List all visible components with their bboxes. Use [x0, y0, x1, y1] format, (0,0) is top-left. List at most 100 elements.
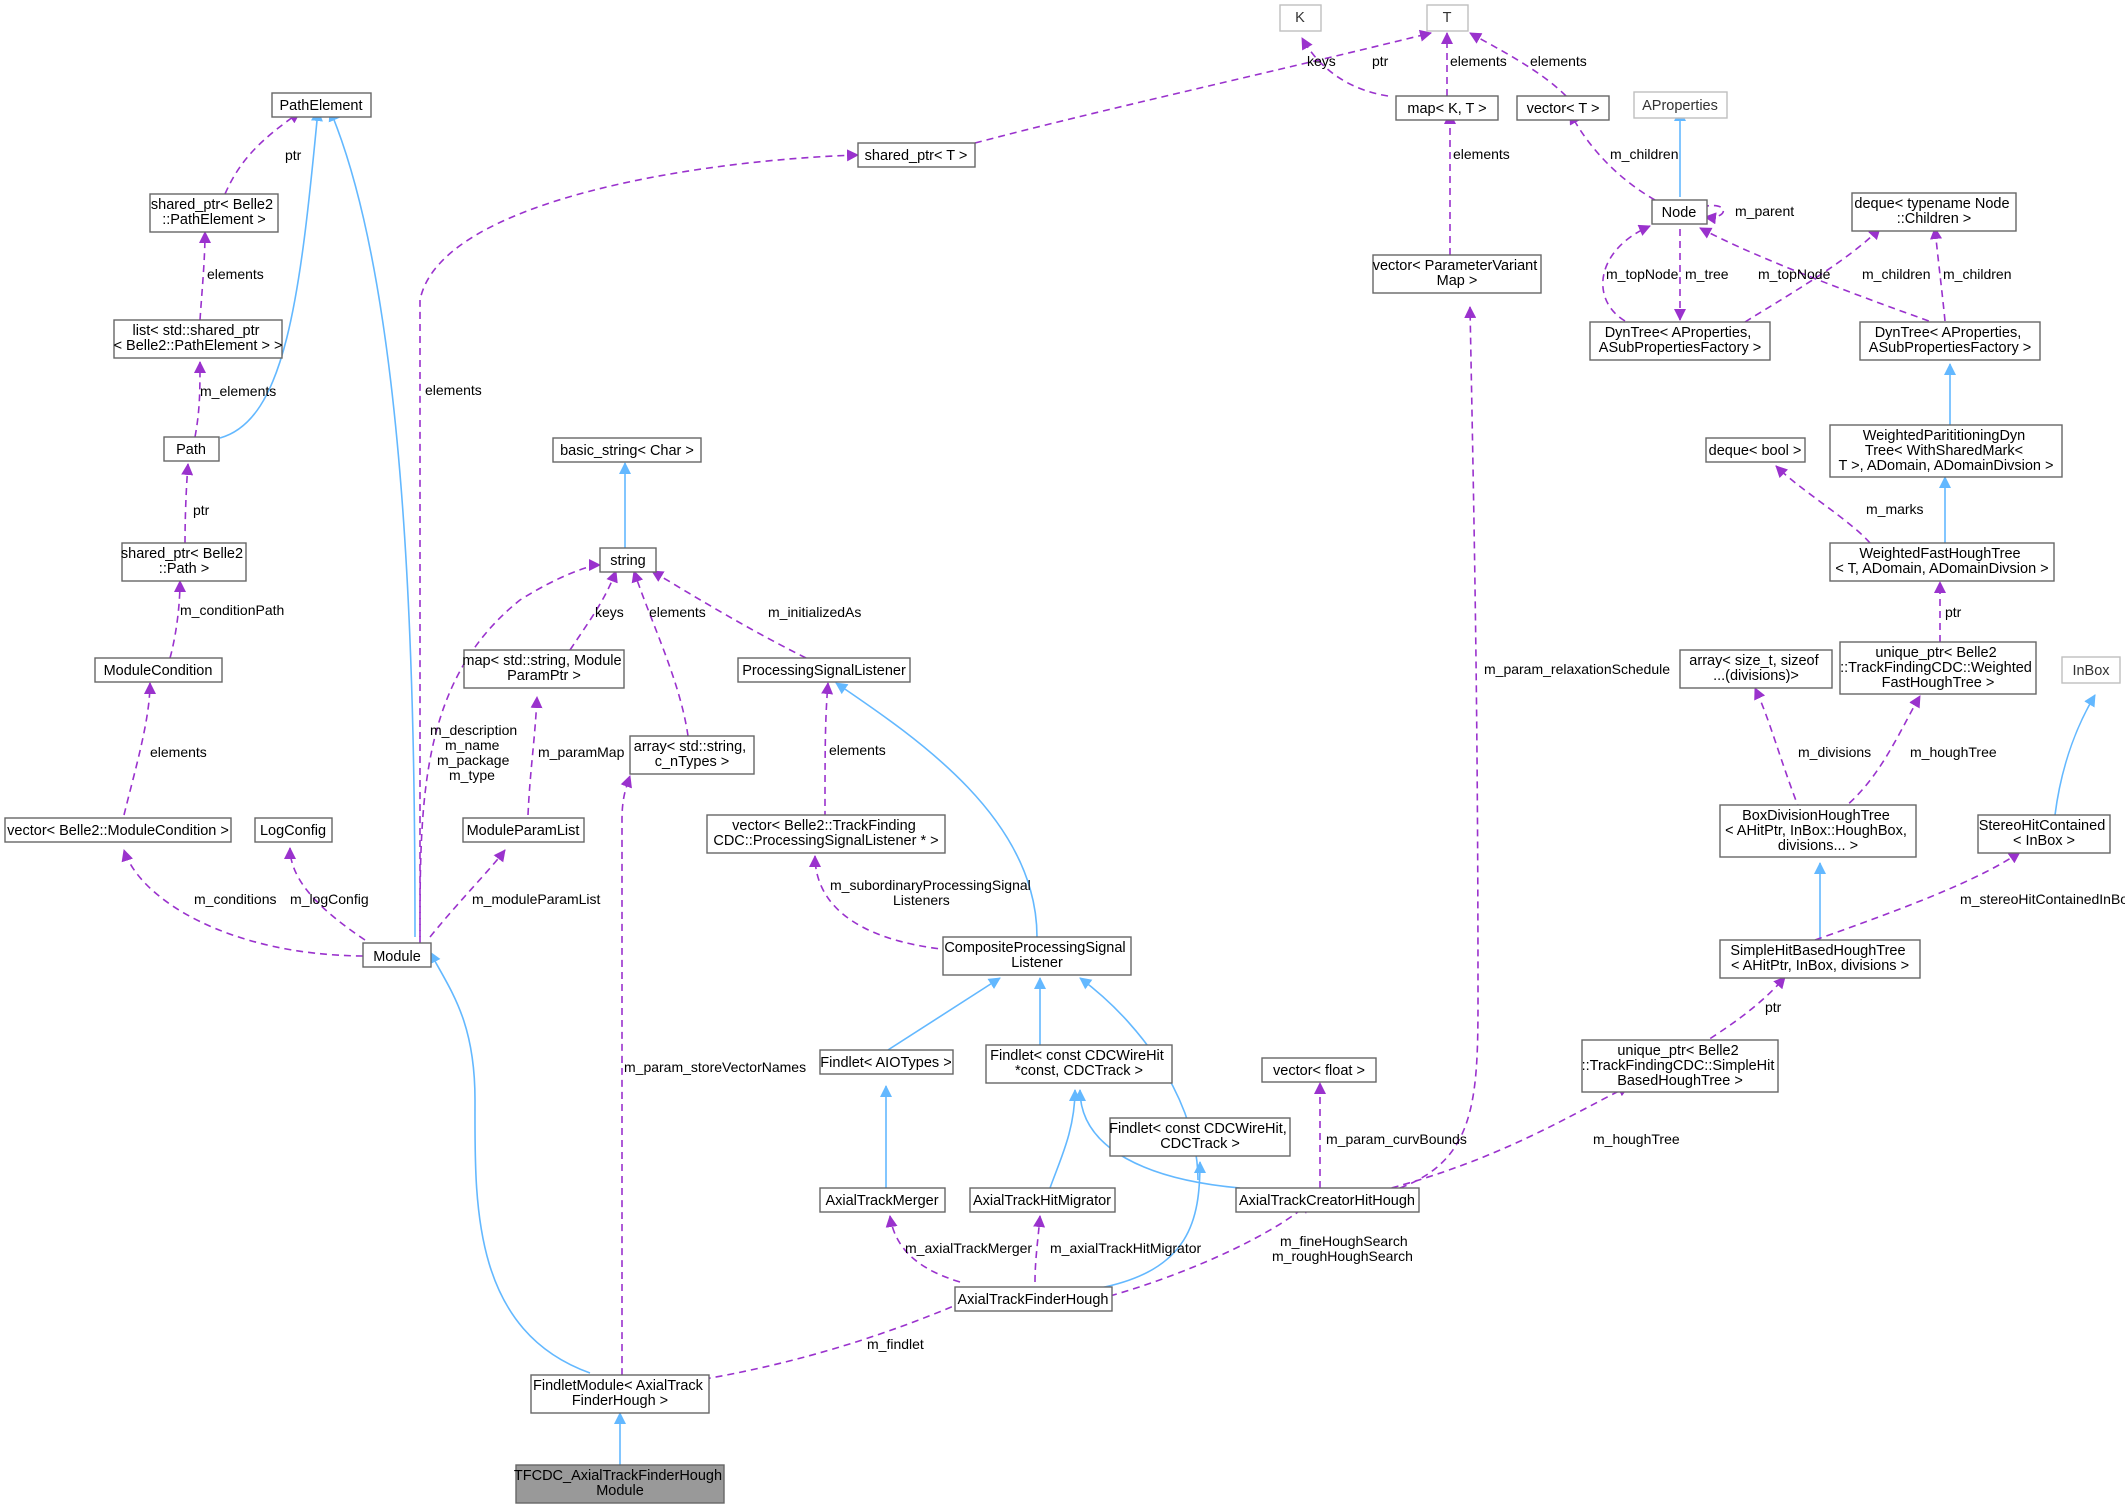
edge-use-subordinary: [809, 855, 951, 951]
node-findlet-const-cdcwirehit[interactable]: Findlet< const CDCWireHit, CDCTrack >: [1109, 1117, 1291, 1157]
node-boxdivisionhoughtree[interactable]: BoxDivisionHoughTree < AHitPtr, InBox::H…: [1719, 804, 1917, 858]
edge-use-findlet: [679, 1294, 978, 1384]
edge-use-ptr-path: [181, 463, 194, 544]
edge-use-houghtree-bottom: [1379, 1085, 1630, 1192]
node-deque-bool[interactable]: deque< bool >: [1705, 437, 1806, 463]
edge-use-conditionpath: [169, 580, 186, 659]
svg-text:vector< Belle2::ModuleConditio: vector< Belle2::ModuleCondition >: [7, 823, 229, 839]
edge-use-m-topnode2: [1699, 227, 1941, 326]
node-dyntree-right[interactable]: DynTree< AProperties, ASubPropertiesFact…: [1859, 321, 2041, 361]
edge-use-axialtrackhitmigrator: [1033, 1215, 1046, 1283]
node-logconfig[interactable]: LogConfig: [254, 817, 333, 843]
node-array-string[interactable]: array< std::string, c_nTypes >: [629, 735, 755, 775]
node-vector-processingsignallistener[interactable]: vector< Belle2::TrackFinding CDC::Proces…: [706, 814, 946, 854]
node-string[interactable]: string: [599, 547, 657, 573]
edge-use-m-children-d2: [1930, 227, 1946, 322]
svg-text:Path: Path: [176, 442, 206, 458]
svg-text:K: K: [1295, 10, 1305, 26]
node-dyntree-left[interactable]: DynTree< AProperties, ASubPropertiesFact…: [1589, 321, 1771, 361]
node-vector-float[interactable]: vector< float >: [1261, 1057, 1377, 1083]
svg-text:SimpleHitBasedHoughTree: SimpleHitBasedHoughTree < AHitPtr, InBox…: [1730, 943, 1909, 974]
node-findlet-aiotypes[interactable]: Findlet< AIOTypes >: [819, 1049, 954, 1075]
node-map-k-t[interactable]: map< K, T >: [1395, 95, 1499, 121]
node-vector-t[interactable]: vector< T >: [1516, 95, 1610, 121]
edge-inherit-pathelement-module: [328, 109, 416, 938]
label-ptr-shbht: ptr: [1765, 999, 1782, 1015]
node-inbox[interactable]: InBox: [2061, 656, 2121, 684]
node-weightedparititioningdyntree[interactable]: WeightedParititioningDyn Tree< WithShare…: [1829, 424, 2063, 478]
node-k[interactable]: K: [1279, 4, 1322, 32]
edge-use-keys-K: [1301, 37, 1389, 97]
node-array-size-t[interactable]: array< size_t, sizeof ...(divisions)>: [1679, 649, 1833, 689]
svg-text:BoxDivisionHoughTree < A: BoxDivisionHoughTree < AHitPtr, InBox::H…: [1725, 808, 1911, 854]
node-deque-node-children[interactable]: deque< typename Node ::Children >: [1851, 192, 2017, 232]
node-sharedptr-t[interactable]: shared_ptr< T >: [857, 142, 976, 168]
label-m-stereohitcontainedinbox: m_stereoHitContainedInBox: [1960, 891, 2125, 907]
node-tfcdc-axialtrackfinderhough-module[interactable]: TFCDC_AxialTrackFinderHough Module: [514, 1464, 726, 1504]
node-axialtrackfinderhough[interactable]: AxialTrackFinderHough: [954, 1286, 1113, 1312]
svg-text:LogConfig: LogConfig: [260, 823, 326, 839]
edge-use-ptr-T: [974, 29, 1432, 144]
node-t[interactable]: T: [1426, 4, 1469, 32]
node-findletmodule[interactable]: FindletModule< AxialTrack FinderHough >: [530, 1374, 710, 1414]
node-pathelement[interactable]: PathElement: [271, 92, 372, 118]
svg-text:string: string: [610, 553, 645, 569]
node-list-sharedptr-pathelement[interactable]: list< std::shared_ptr < Belle2::PathElem…: [113, 319, 283, 359]
label-m-marks: m_marks: [1866, 501, 1924, 517]
node-modulecondition[interactable]: ModuleCondition: [94, 657, 223, 683]
node-stereohitcontained[interactable]: StereoHitContained < InBox >: [1977, 814, 2111, 854]
node-weightedfasthoughtree[interactable]: WeightedFastHoughTree < T, ADomain, ADom…: [1829, 542, 2055, 582]
svg-text:AxialTrackMerger: AxialTrackMerger: [825, 1193, 938, 1209]
node-node[interactable]: Node: [1651, 199, 1708, 225]
label-elements-cond: elements: [150, 744, 207, 760]
label-ptr-pathelement: ptr: [285, 147, 302, 163]
edge-use-moduleparamlist: [429, 849, 506, 938]
svg-text:ProcessingSignalListener: ProcessingSignalListener: [742, 663, 906, 679]
svg-text:Module: Module: [373, 949, 421, 965]
svg-text:list< std::shared_ptr <: list< std::shared_ptr < Belle2::PathElem…: [114, 323, 283, 354]
label-m-subordinary: m_subordinaryProcessingSignal Listeners: [830, 877, 1035, 908]
label-m-logconfig: m_logConfig: [290, 891, 369, 907]
edge-inherit-psl-composite: [835, 682, 1038, 938]
node-compositeprocessingsignallistener[interactable]: CompositeProcessingSignal Listener: [942, 936, 1132, 976]
edge-use-houghsearch: [1109, 1201, 1311, 1297]
svg-text:shared_ptr< Belle2 ::Pat: shared_ptr< Belle2 ::Path >: [121, 546, 247, 577]
edge-use-elements-cond: [123, 682, 156, 816]
edge-use-initializedas: [651, 570, 807, 659]
node-module[interactable]: Module: [362, 942, 432, 968]
node-basic-string[interactable]: basic_string< Char >: [552, 437, 702, 463]
node-uniqueptr-simplehitbasedhoughtree[interactable]: unique_ptr< Belle2 ::TrackFindingCDC::Si…: [1581, 1039, 1779, 1093]
node-vector-modulecondition[interactable]: vector< Belle2::ModuleCondition >: [4, 817, 232, 843]
svg-text:array< std::string, c_nT: array< std::string, c_nTypes >: [634, 739, 750, 770]
node-aproperties[interactable]: AProperties: [1633, 91, 1728, 119]
node-axialtrackhitmigrator[interactable]: AxialTrackHitMigrator: [969, 1187, 1116, 1213]
svg-text:shared_ptr< T >: shared_ptr< T >: [865, 148, 968, 164]
node-moduleparamlist[interactable]: ModuleParamList: [462, 817, 585, 843]
node-axialtrackcreatorhithough[interactable]: AxialTrackCreatorHitHough: [1235, 1187, 1420, 1213]
node-findlet-const-cdcwirehit-ptr[interactable]: Findlet< const CDCWireHit *const, CDCTra…: [985, 1044, 1173, 1084]
svg-text:StereoHitContained < InB: StereoHitContained < InBox >: [1979, 818, 2110, 849]
label-ptr-T: ptr: [1372, 53, 1389, 69]
node-sharedptr-path[interactable]: shared_ptr< Belle2 ::Path >: [121, 542, 247, 582]
label-m-children-node: m_children: [1610, 146, 1678, 162]
node-path[interactable]: Path: [163, 436, 220, 462]
label-elements-vecT: elements: [1530, 53, 1587, 69]
node-sharedptr-pathelement[interactable]: shared_ptr< Belle2 ::PathElement >: [149, 193, 279, 233]
node-simplehitbasedhoughtree[interactable]: SimpleHitBasedHoughTree < AHitPtr, InBox…: [1719, 939, 1921, 979]
label-m-parent: m_parent: [1735, 203, 1794, 219]
edge-use-conditions: [121, 849, 364, 957]
node-axialtrackmerger[interactable]: AxialTrackMerger: [819, 1187, 946, 1213]
node-vector-parametervariantmap[interactable]: vector< ParameterVariant Map >: [1372, 254, 1542, 294]
edge-use-m-divisions: [1754, 687, 1801, 812]
label-m-axialtrackhitmigrator: m_axialTrackHitMigrator: [1050, 1240, 1202, 1256]
label-m-parammap: m_paramMap: [538, 744, 625, 760]
node-processingsignallistener[interactable]: ProcessingSignalListener: [737, 657, 911, 683]
edge-use-stereohit: [1814, 851, 2021, 941]
label-m-param-storevectornames: m_param_storeVectorNames: [624, 1059, 806, 1075]
edge-use-elements-path: [193, 361, 206, 438]
edge-labels: m_findlet m_param_storeVectorNames m_axi…: [150, 53, 2125, 1352]
edge-use-axialtrackmerger: [885, 1215, 961, 1283]
node-uniqueptr-weightedfasthoughtree[interactable]: unique_ptr< Belle2 ::TrackFindingCDC::We…: [1839, 641, 2037, 695]
node-map-module-paramptr[interactable]: map< std::string, Module ParamPtr >: [462, 649, 625, 689]
svg-text:WeightedFastHoughTree <: WeightedFastHoughTree < T, ADomain, ADom…: [1835, 546, 2048, 577]
